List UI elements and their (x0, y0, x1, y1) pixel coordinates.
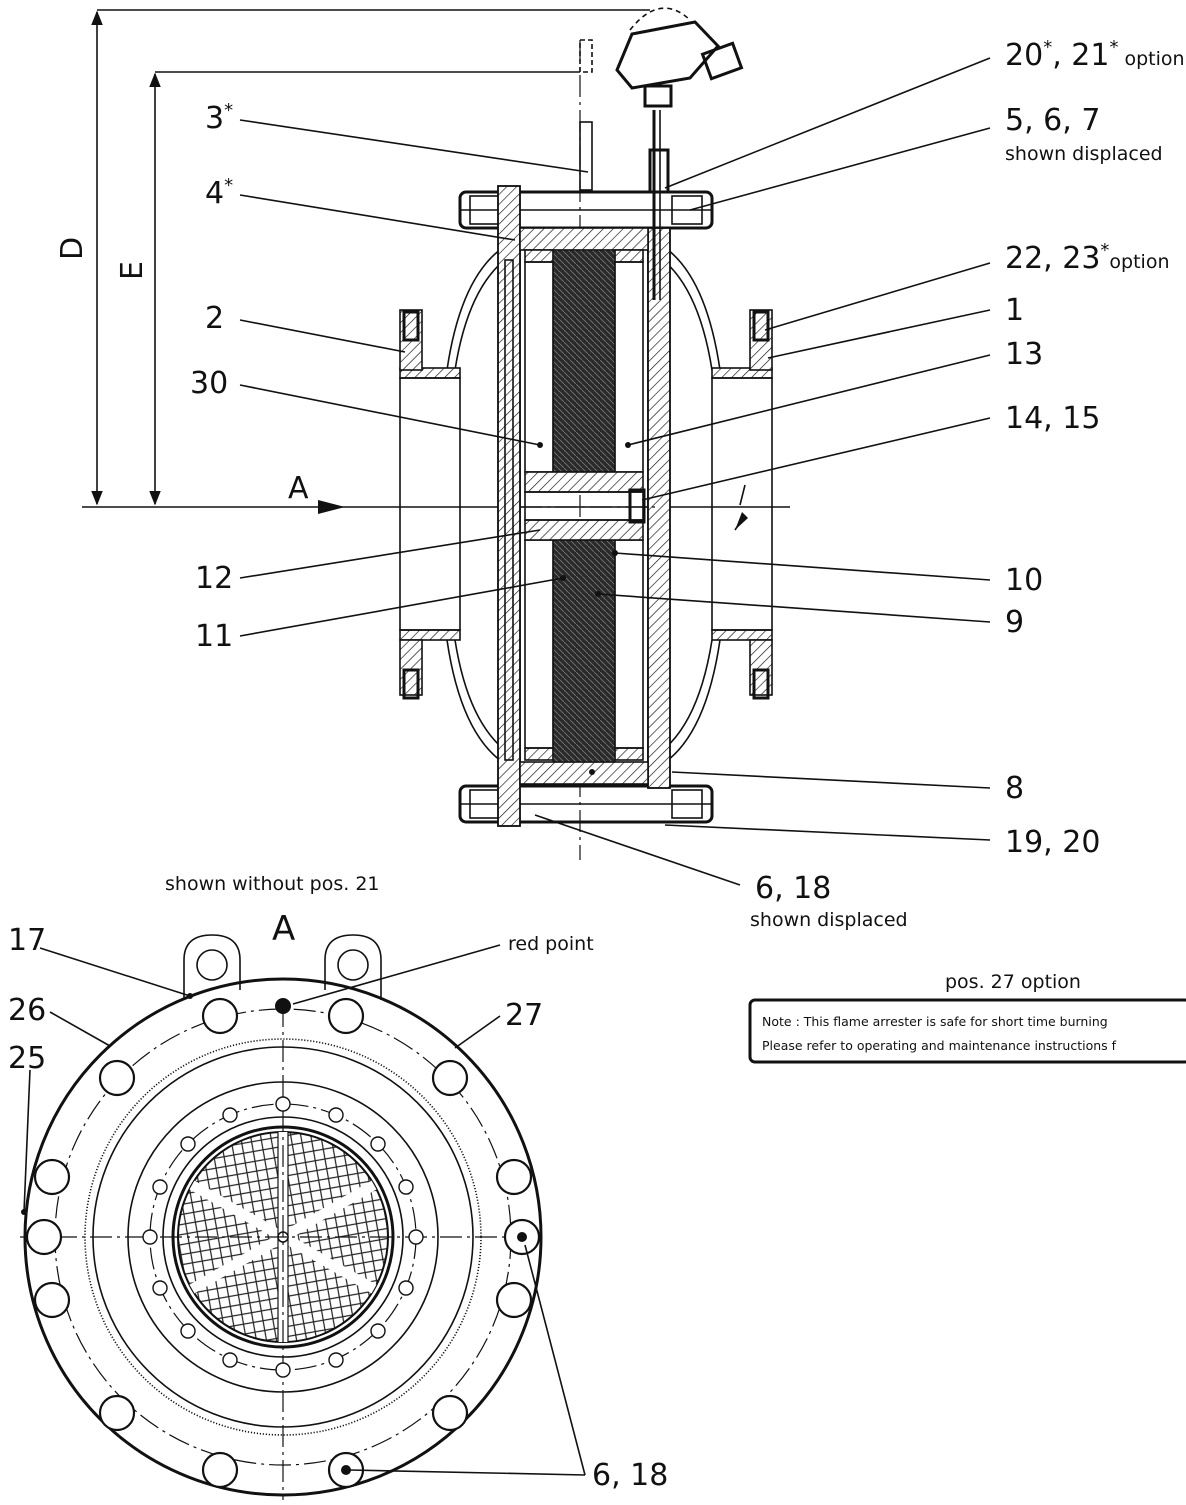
option-note-line2: Please refer to operating and maintenanc… (762, 1038, 1117, 1053)
callout-1: 1 (1005, 293, 1024, 328)
arrester-element-lower (552, 539, 616, 763)
sensor-pin (579, 121, 593, 191)
callout-9: 9 (1005, 605, 1024, 640)
red-point-marker (275, 998, 291, 1014)
left-housing-flange (497, 185, 521, 827)
lifting-lug-right (324, 934, 382, 1000)
view-a-caption: shown without pos. 21 (165, 873, 380, 895)
callout-8: 8 (1005, 771, 1024, 806)
option-note-plate (748, 998, 1186, 1064)
callout-6-18-note: shown displaced (750, 909, 908, 931)
left-flange-bottom (399, 629, 461, 641)
callout-27: 27 (505, 998, 543, 1033)
sensor-head (615, 20, 721, 90)
right-flange-bottom (711, 629, 773, 641)
callout-4: 4* (205, 175, 233, 211)
dimension-d-label: D (55, 237, 90, 260)
callout-5-6-7: 5, 6, 7 (1005, 103, 1100, 138)
right-housing-flange (647, 227, 671, 789)
center-hub-bottom (524, 519, 644, 541)
callout-13: 13 (1005, 337, 1043, 372)
leader-lines (239, 57, 991, 886)
callout-22-23: 22, 23*option (1005, 240, 1170, 276)
flange-bolt-holes (25, 997, 541, 1489)
center-hub-top (524, 471, 644, 493)
section-view: 20*, 21*option 5, 6, 7 shown displaced 2… (55, 7, 1185, 931)
view-a-arrow-label: A (288, 471, 309, 506)
callout-2: 2 (205, 301, 224, 336)
view-a: shown without pos. 21 A (8, 873, 668, 1500)
callout-25: 25 (8, 1041, 46, 1076)
lifting-lug-left (183, 934, 241, 1000)
callout-19-20: 19, 20 (1005, 825, 1100, 860)
option-note: pos. 27 option Note : This flame arreste… (748, 971, 1186, 1064)
option-note-heading: pos. 27 option (945, 971, 1081, 993)
cage-top (519, 227, 649, 251)
callout-6-18: 6, 18 (755, 871, 831, 906)
inner-bolt-holes (142, 1096, 424, 1378)
callout-6-18-bottom: 6, 18 (592, 1458, 668, 1493)
callout-11: 11 (195, 619, 233, 654)
view-a-leaders (23, 944, 586, 1476)
option-note-line1: Note : This flame arrester is safe for s… (762, 1014, 1108, 1029)
flow-arrow-head (318, 500, 345, 514)
callout-17: 17 (8, 923, 46, 958)
red-point-label: red point (508, 933, 594, 955)
callout-26: 26 (8, 993, 46, 1028)
callout-5-6-7-note: shown displaced (1005, 143, 1163, 165)
callout-14-15: 14, 15 (1005, 401, 1100, 436)
cage-bottom (519, 761, 649, 785)
arrester-element-upper (552, 249, 616, 473)
callout-12: 12 (195, 561, 233, 596)
callout-20-21: 20*, 21*option (1005, 37, 1185, 73)
dimension-e-label: E (115, 261, 150, 280)
view-a-letter: A (272, 909, 295, 949)
callout-10: 10 (1005, 563, 1043, 598)
callout-30: 30 (190, 366, 228, 401)
callout-3: 3* (205, 100, 233, 136)
